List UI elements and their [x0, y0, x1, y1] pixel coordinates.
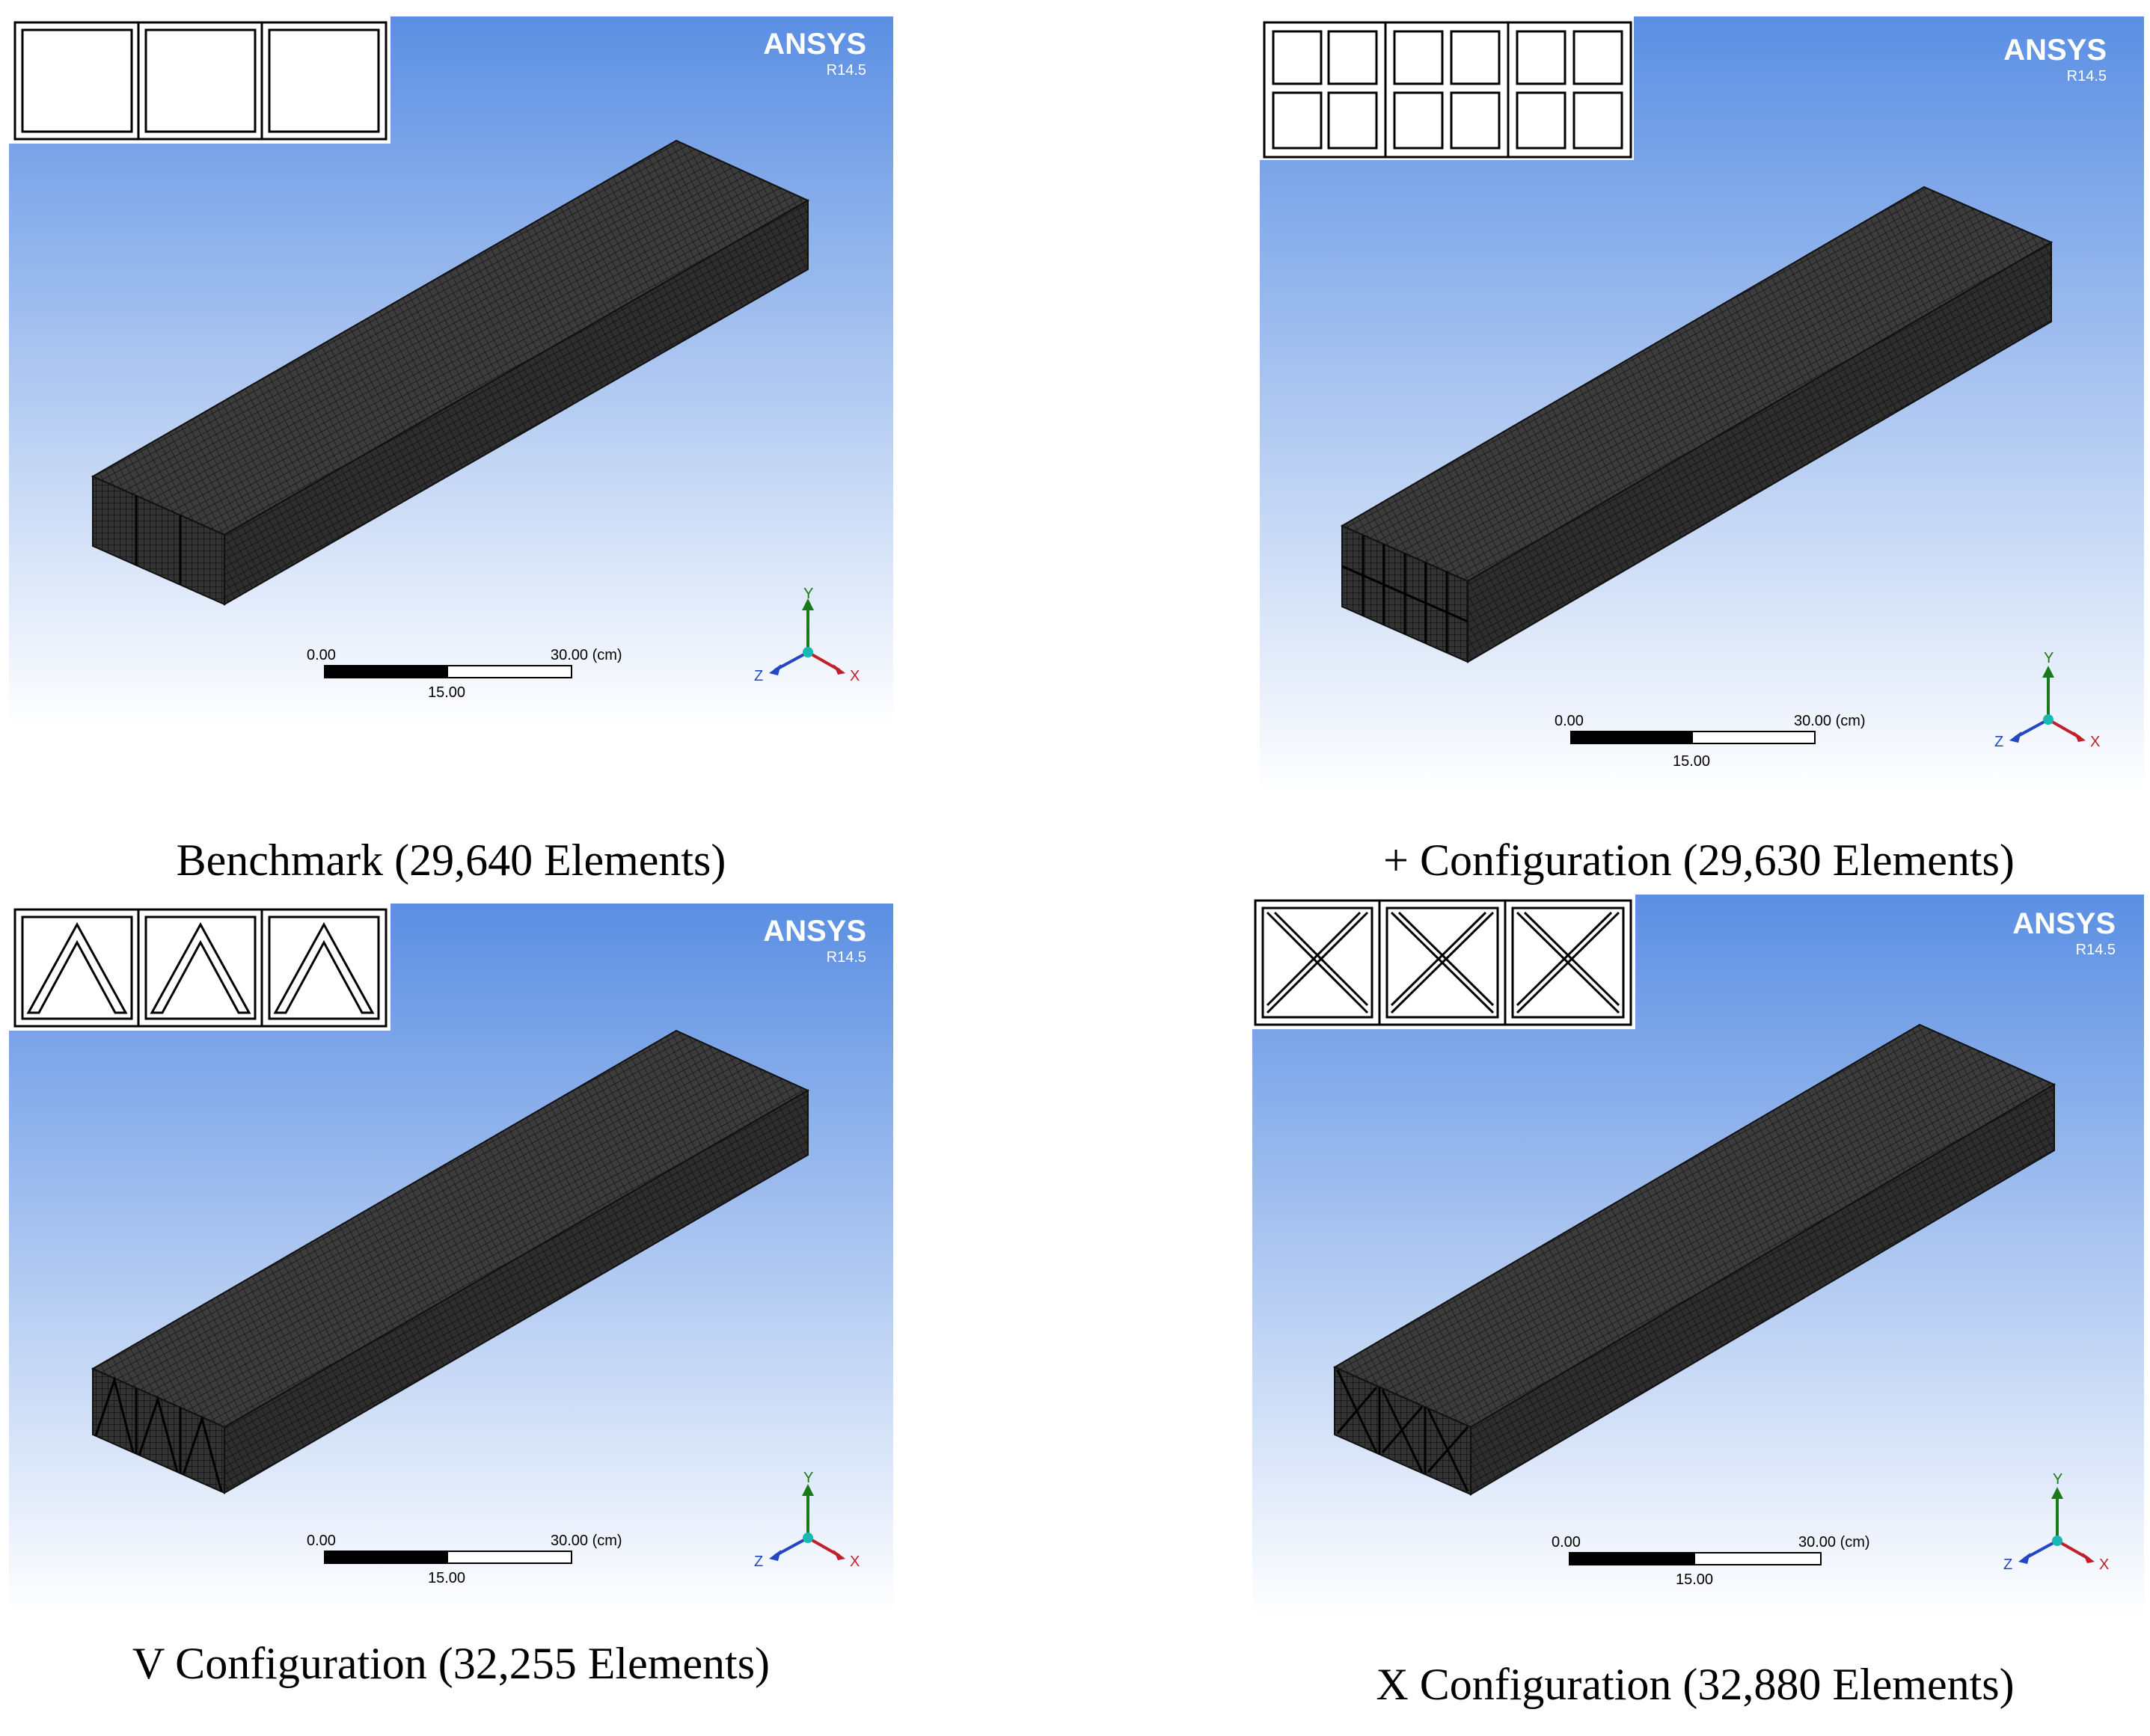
panel-caption: Benchmark (29,640 Elements)	[177, 835, 726, 885]
axis-z-label: Z	[754, 668, 763, 684]
axis-y-label: Y	[803, 1470, 813, 1486]
axis-triad-icon: Y X Z	[754, 1470, 860, 1570]
axis-z-label: Z	[754, 1553, 763, 1570]
scale-start-label: 0.00	[307, 647, 336, 663]
panel-caption: V Configuration (32,255 Elements)	[132, 1639, 770, 1688]
mesh-beam	[91, 1029, 810, 1494]
scale-start-label: 0.00	[1555, 713, 1584, 729]
axis-z-label: Z	[2003, 1556, 2012, 1573]
ansys-version: R14.5	[827, 949, 866, 966]
scale-bar-icon: 0.00 30.00 (cm) 15.00	[307, 1533, 622, 1586]
mesh-beam	[1332, 1023, 2056, 1496]
ansys-logo: ANSYS	[2003, 34, 2107, 67]
scale-end-label: 30.00 (cm)	[1794, 713, 1866, 729]
ansys-version: R14.5	[2076, 942, 2116, 958]
ansys-logo: ANSYS	[2012, 907, 2116, 940]
panel-v: ANSYS R14.5	[9, 904, 893, 1688]
axis-z-label: Z	[1994, 734, 2003, 750]
mesh-beam	[1340, 185, 2053, 663]
axis-triad-icon: Y X Z	[754, 586, 860, 684]
panel-x: ANSYS R14.5	[1252, 895, 2144, 1709]
ansys-logo: ANSYS	[763, 915, 866, 948]
axis-x-label: X	[850, 668, 860, 684]
scale-mid-label: 15.00	[1676, 1571, 1713, 1588]
scale-mid-label: 15.00	[1673, 753, 1710, 770]
axis-y-label: Y	[2053, 1471, 2062, 1488]
scale-bar-icon: 0.00 30.00 (cm) 15.00	[1555, 713, 1866, 770]
panel-caption: X Configuration (32,880 Elements)	[1376, 1660, 2014, 1709]
scale-bar-icon: 0.00 30.00 (cm) 15.00	[1552, 1534, 1870, 1588]
ansys-version: R14.5	[2067, 68, 2107, 85]
scale-end-label: 30.00 (cm)	[551, 647, 622, 663]
cross-section-icon	[9, 904, 391, 1031]
panel-benchmark: ANSYS R14.5 0.00 30.00 (cm) 15.00	[9, 16, 893, 885]
ansys-version: R14.5	[827, 62, 866, 79]
scale-bar-icon: 0.00 30.00 (cm) 15.00	[307, 647, 622, 701]
ansys-logo: ANSYS	[763, 28, 866, 61]
scale-mid-label: 15.00	[428, 684, 465, 701]
cross-section-icon	[1260, 16, 1634, 160]
axis-x-label: X	[2099, 1556, 2109, 1573]
scale-start-label: 0.00	[1552, 1534, 1581, 1551]
scale-start-label: 0.00	[307, 1533, 336, 1549]
axis-x-label: X	[2090, 734, 2100, 750]
axis-y-label: Y	[803, 586, 813, 602]
mesh-beam	[91, 139, 810, 606]
cross-section-icon	[1252, 895, 1635, 1029]
panel-caption: + Configuration (29,630 Elements)	[1383, 835, 2015, 885]
panel-plus: ANSYS R14.5	[1260, 16, 2144, 885]
axis-y-label: Y	[2044, 650, 2053, 666]
scale-mid-label: 15.00	[428, 1570, 465, 1586]
axis-triad-icon: Y X Z	[2003, 1471, 2109, 1573]
scale-end-label: 30.00 (cm)	[1798, 1534, 1870, 1551]
axis-x-label: X	[850, 1553, 860, 1570]
axis-triad-icon: Y X Z	[1994, 650, 2100, 750]
scale-end-label: 30.00 (cm)	[551, 1533, 622, 1549]
cross-section-icon	[9, 16, 391, 144]
